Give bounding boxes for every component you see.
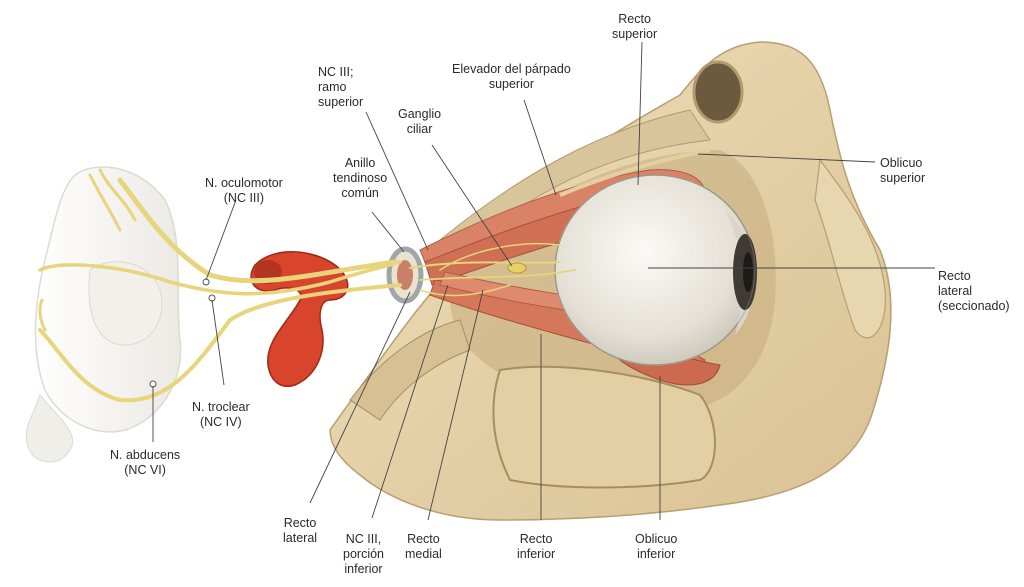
ciliary-ganglion bbox=[507, 262, 527, 274]
label-n-troclear: N. troclear(NC IV) bbox=[192, 400, 250, 429]
label-n-abducens: N. abducens(NC VI) bbox=[110, 448, 181, 477]
eyeball bbox=[554, 174, 757, 366]
leader-lines bbox=[152, 41, 935, 521]
brainstem bbox=[25, 166, 182, 463]
label-n-oculomotor: N. oculomotor(NC III) bbox=[205, 176, 283, 205]
common-tendinous-ring bbox=[386, 246, 424, 304]
cranial-nerves bbox=[38, 168, 576, 403]
